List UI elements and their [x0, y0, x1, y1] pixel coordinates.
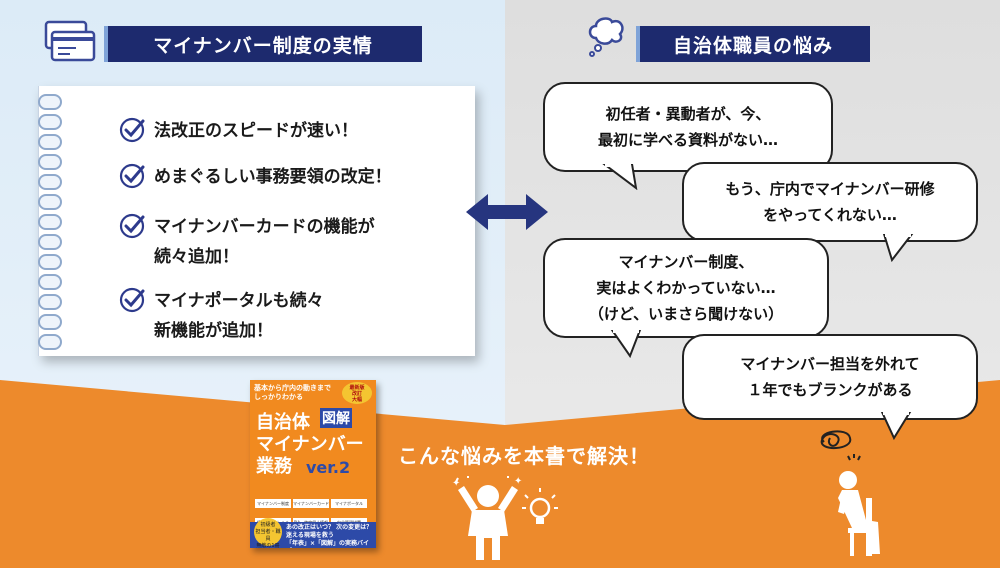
book-title-2: 図解 [320, 408, 352, 428]
check-item: 法改正のスピードが速い！ [118, 116, 358, 146]
check-item-text: 法改正のスピードが速い！ [154, 121, 358, 141]
check-item: めまぐるしい事務要領の改定！ [118, 162, 392, 192]
speech-bubble-text: マイナンバー担当を外れて １年でもブランクがある [740, 355, 920, 399]
id-card-icon [44, 20, 96, 62]
speech-bubble: マイナンバー担当を外れて １年でもブランクがある [682, 334, 978, 420]
right-title: 自治体職員の悩み [636, 26, 870, 62]
bubble-tail [602, 164, 638, 190]
checkmark-icon [119, 213, 145, 239]
book-topic: マイナポータル [331, 499, 367, 508]
speech-bubble-text: 初任者・異動者が、今、 最初に学べる資料がない… [597, 105, 778, 149]
double-arrow-icon [466, 194, 548, 230]
book-top-text: 基本から庁内の動きまで しっかりわかる [254, 384, 331, 401]
book-badge: 最新版 改訂 大幅 [342, 382, 372, 404]
svg-text:✦: ✦ [452, 478, 460, 489]
bubble-tail [882, 234, 914, 262]
checkmark-icon [119, 117, 145, 143]
check-item: マイナポータルも続々 新機能が追加！ [118, 286, 324, 346]
speech-bubble-text: もう、庁内でマイナンバー研修 をやってくれない… [725, 180, 935, 224]
worried-person-icon [820, 430, 880, 556]
speech-bubble: もう、庁内でマイナンバー研修 をやってくれない… [682, 162, 978, 242]
book-version: ver.2 [306, 458, 351, 477]
speech-bubble: 初任者・異動者が、今、 最初に学べる資料がない… [543, 82, 833, 172]
book-topic: マイナンバーカード [293, 499, 329, 508]
book-title-1: 自治体 [256, 412, 310, 433]
solve-headline: こんな悩みを本書で解決！ [398, 444, 650, 468]
book-bottom-text: あの改正はいつ？ 次の変更は？ 迷える現場を救う 「年表」×「図解」の実務バイブ… [286, 524, 373, 547]
check-item-text: めまぐるしい事務要領の改定！ [154, 167, 392, 187]
svg-text:✦: ✦ [514, 476, 522, 487]
notebook-panel [38, 86, 475, 356]
happy-person-icon: ✦ ✦ [452, 476, 558, 560]
bubble-tail [610, 330, 642, 358]
book-title-4: 業務 [256, 456, 292, 477]
bubble-tail [880, 412, 912, 440]
speech-bubble: マイナンバー制度、 実はよくわかっていない… （けど、いまさら聞けない） [543, 238, 829, 338]
check-item: マイナンバーカードの機能が 続々追加！ [118, 212, 375, 272]
book-topic: マイナンバー制度 [255, 499, 291, 508]
speech-bubble-text: マイナンバー制度、 実はよくわかっていない… （けど、いまさら聞けない） [588, 253, 784, 323]
left-title: マイナンバー制度の実情 [104, 26, 422, 62]
book-cover: 基本から庁内の動きまで しっかりわかる 最新版 改訂 大幅 自治体 図解 マイナ… [250, 380, 376, 548]
notebook-rings [38, 90, 62, 352]
book-circle: 初級者 担当者・職員 無敵の1冊 [254, 518, 282, 548]
book-title-3: マイナンバー [256, 434, 364, 455]
check-item-text: マイナンバーカードの機能が 続々追加！ [154, 217, 375, 267]
checkmark-icon [119, 163, 145, 189]
thought-bubble-icon [588, 17, 624, 57]
checkmark-icon [119, 287, 145, 313]
check-item-text: マイナポータルも続々 新機能が追加！ [154, 291, 324, 341]
